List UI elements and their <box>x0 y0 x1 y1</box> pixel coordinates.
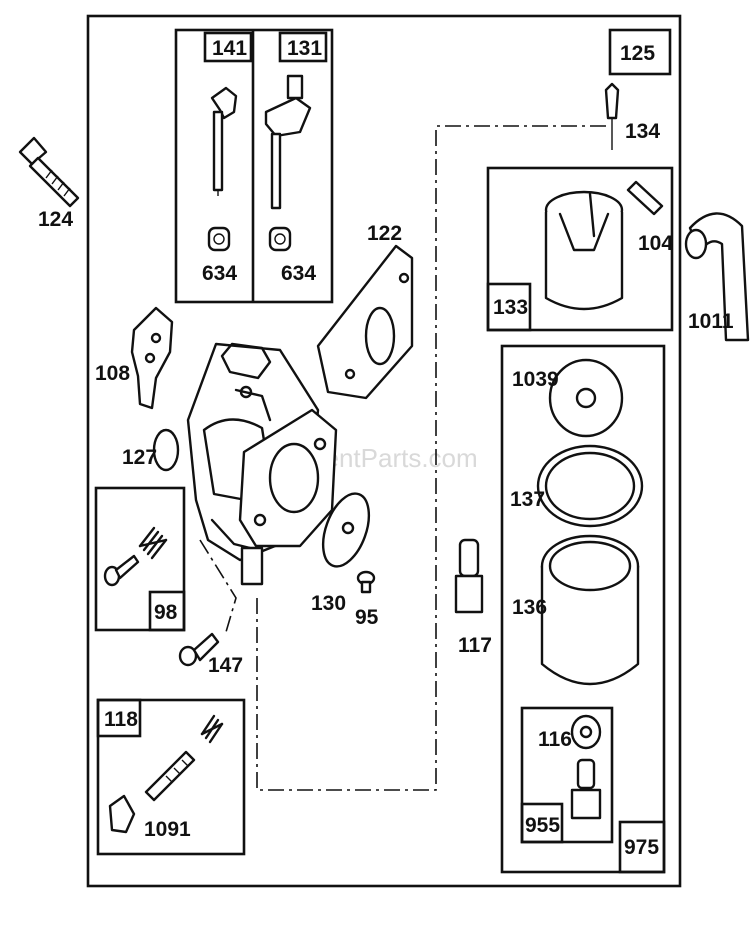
screw-part-147 <box>178 632 220 667</box>
label-133: 133 <box>493 296 528 319</box>
box-98 <box>94 486 186 632</box>
label-104: 104 <box>638 232 673 255</box>
seal-part-b <box>268 226 292 252</box>
box-141-131 <box>174 28 334 304</box>
label-108: 108 <box>95 362 130 385</box>
box-118-tag <box>96 698 142 738</box>
label-127: 127 <box>122 446 157 469</box>
washer-part <box>548 358 624 438</box>
outer-frame <box>86 14 682 888</box>
hose-part <box>684 212 750 342</box>
label-136: 136 <box>512 596 547 619</box>
label-634-b: 634 <box>281 262 316 285</box>
throttle-shaft-part <box>210 86 238 196</box>
box-133-tag <box>486 282 532 332</box>
label-131: 131 <box>287 37 322 60</box>
connection-line <box>256 125 606 791</box>
label-116: 116 <box>538 728 572 751</box>
label-130: 130 <box>311 592 346 615</box>
box-125 <box>608 28 672 76</box>
bolt-part <box>18 136 80 208</box>
label-125: 125 <box>620 42 655 65</box>
choke-shaft-part <box>264 74 312 210</box>
box-975-tag <box>618 820 666 874</box>
label-124: 124 <box>38 208 73 231</box>
label-634-a: 634 <box>202 262 237 285</box>
label-122: 122 <box>367 222 402 245</box>
bowl-part <box>540 534 640 686</box>
label-118: 118 <box>104 708 138 731</box>
box-98-tag <box>148 590 186 632</box>
spring-part-b <box>200 714 224 744</box>
pin-part <box>626 180 664 216</box>
plate-part <box>130 306 174 410</box>
label-98: 98 <box>154 601 178 624</box>
screw-part-95 <box>356 570 376 594</box>
label-134: 134 <box>625 120 660 143</box>
float-part <box>544 190 624 311</box>
box-975 <box>500 344 666 874</box>
box-955 <box>520 706 614 844</box>
carburetor-body <box>186 342 338 586</box>
drain-screw-part <box>570 758 602 820</box>
seal-part-a <box>207 226 231 252</box>
box-133 <box>486 166 674 332</box>
label-95: 95 <box>355 606 379 629</box>
disc-part <box>152 428 180 472</box>
label-141: 141 <box>212 37 247 60</box>
cap-part <box>108 794 136 834</box>
fitting-part <box>454 538 484 614</box>
label-137: 137 <box>510 488 545 511</box>
box-118 <box>96 698 246 856</box>
label-955: 955 <box>525 814 560 837</box>
label-1039: 1039 <box>512 368 559 391</box>
label-1011: 1011 <box>688 310 734 333</box>
label-147: 147 <box>208 654 243 677</box>
spring-part-a <box>138 526 168 560</box>
idle-screw-part <box>103 554 140 587</box>
gasket-part <box>316 244 414 400</box>
mixture-screw-part <box>144 750 196 802</box>
box-955-tag <box>520 802 564 844</box>
screw-leader-line <box>199 539 237 633</box>
diaphragm-part <box>321 492 371 568</box>
gasket-washer-part <box>570 714 602 750</box>
oring-part <box>536 444 644 528</box>
label-117: 117 <box>458 634 492 657</box>
label-1091: 1091 <box>144 818 191 841</box>
needle-part <box>604 82 620 150</box>
label-975: 975 <box>624 836 659 859</box>
